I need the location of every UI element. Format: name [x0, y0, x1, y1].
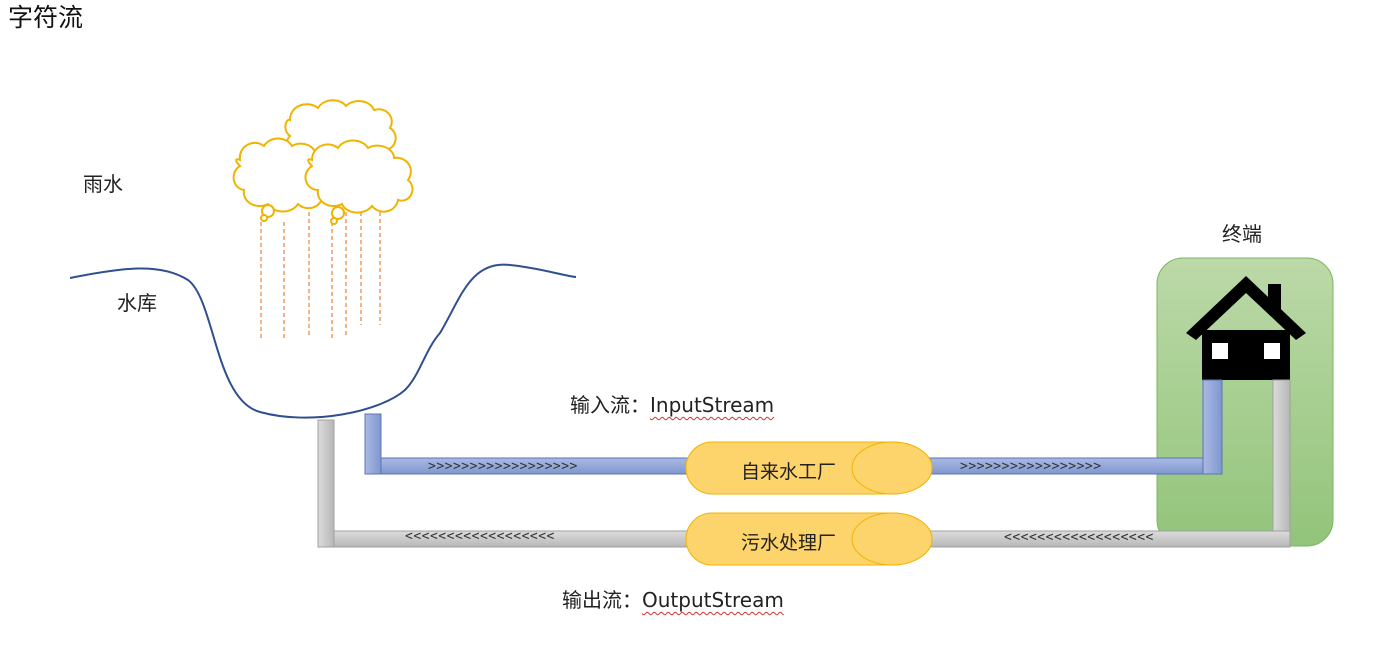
input-flow-arrows-left: >>>>>>>>>>>>>>>>>> [428, 459, 578, 474]
input-stream-label: 输入流：InputStream [570, 389, 774, 418]
terminal-box [1156, 257, 1334, 547]
input-flow-arrows-right: >>>>>>>>>>>>>>>>> [960, 459, 1102, 474]
output-flow-arrows-left: <<<<<<<<<<<<<<<<<< [405, 529, 555, 544]
rain-label: 雨水 [83, 172, 123, 196]
sewage-plant-cylinder [685, 512, 933, 566]
input-pipe [364, 379, 1223, 475]
output-flow-arrows-right: <<<<<<<<<<<<<<<<<< [1004, 530, 1154, 545]
reservoir-curve [69, 263, 577, 419]
output-stream-name: OutputStream [642, 588, 784, 612]
cloud-icon [232, 99, 414, 225]
output-stream-prefix: 输出流： [562, 588, 642, 612]
sewage-plant-label: 污水处理厂 [741, 532, 837, 554]
reservoir-label: 水库 [117, 291, 157, 315]
page-title: 字符流 [8, 3, 84, 32]
house-icon [1186, 276, 1306, 380]
input-stream-prefix: 输入流： [570, 393, 650, 417]
water-plant-cylinder [685, 441, 933, 495]
terminal-label: 终端 [1222, 222, 1262, 246]
rain-lines [260, 212, 381, 340]
water-plant-label: 自来水工厂 [741, 461, 837, 483]
input-stream-name: InputStream [650, 393, 775, 417]
output-pipe [317, 379, 1291, 548]
output-stream-label: 输出流：OutputStream [562, 584, 784, 613]
